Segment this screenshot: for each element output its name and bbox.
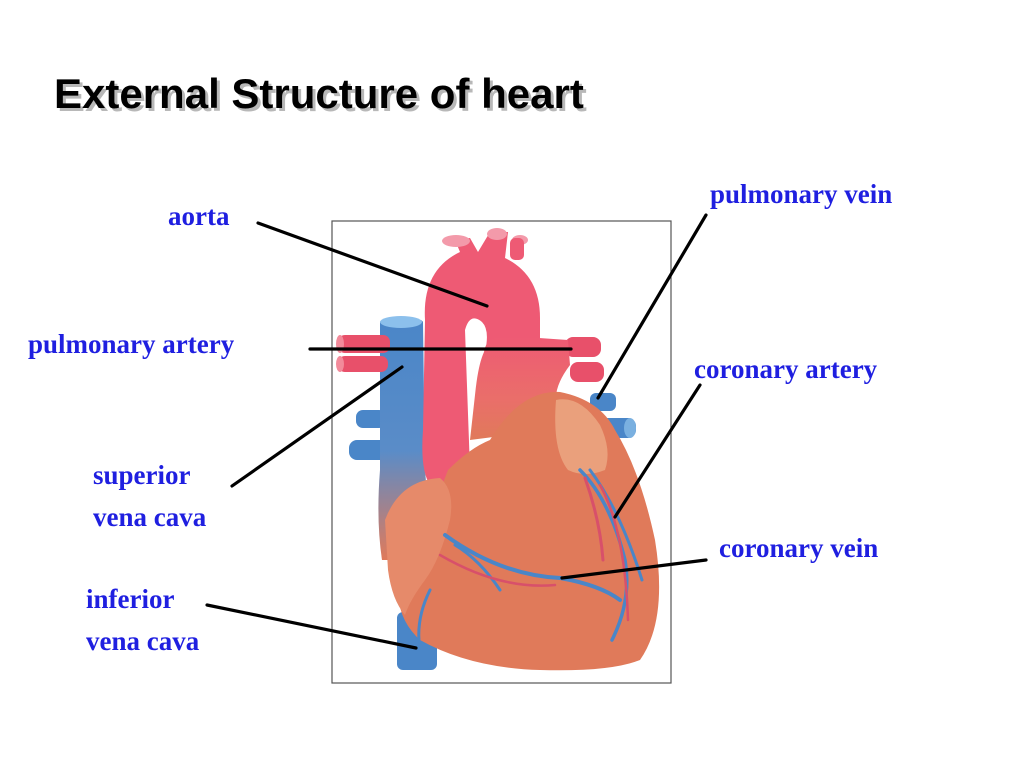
vena-cava-shape [349, 316, 437, 670]
label-aorta: aorta [168, 201, 230, 231]
label-pulmonary-artery: pulmonary artery [28, 329, 235, 359]
label-pulmonary-vein: pulmonary vein [710, 179, 893, 209]
slide-title: External Structure of heart [54, 70, 584, 117]
aorta-shape [422, 228, 540, 485]
label-inferior-vena-cava-line2: vena cava [86, 626, 200, 656]
right-atrium-shape [385, 478, 452, 615]
coronary-vein-leader [560, 558, 708, 580]
label-coronary-vein: coronary vein [719, 533, 879, 563]
label-superior-vena-cava-line1: superior [93, 460, 191, 490]
left-auricle-shape [555, 399, 608, 474]
inferior-vena-cava-leader [205, 603, 418, 650]
leader-lines [205, 213, 708, 650]
label-inferior-vena-cava-line1: inferior [86, 584, 175, 614]
label-superior-vena-cava-line2: vena cava [93, 502, 207, 532]
pulmonary-vein-leader [596, 213, 708, 400]
aorta-leader [256, 221, 489, 308]
superior-vena-cava-leader [230, 365, 404, 488]
label-coronary-artery: coronary artery [694, 354, 878, 384]
coronary-vessels [417, 468, 644, 652]
coronary-artery-leader [613, 383, 702, 519]
